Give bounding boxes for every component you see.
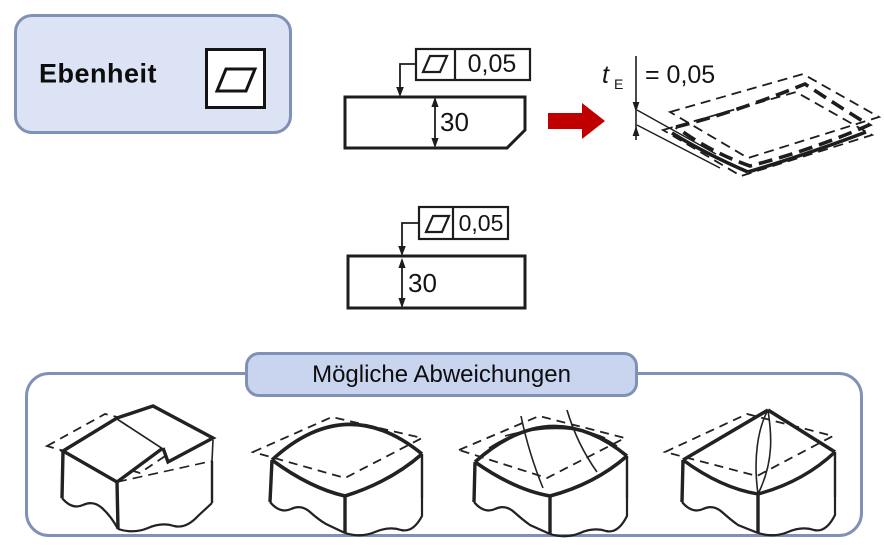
drawing-part-chamfered: 0,05 30 xyxy=(343,47,532,150)
upper-tolerance-plane xyxy=(667,73,882,159)
flatness-symbol-icon xyxy=(421,54,449,74)
red-block-arrow-icon xyxy=(548,103,605,139)
leader-arrowhead xyxy=(396,87,404,97)
flatness-symbol-frame xyxy=(205,48,266,109)
term-title: Ebenheit xyxy=(39,58,158,89)
tolerance-zone-symbol: t xyxy=(602,61,610,89)
tolerance-value: 0,05 xyxy=(468,50,517,78)
possible-deviations-label: Mögliche Abweichungen xyxy=(245,352,638,397)
ridge-twist-deviation-sketch xyxy=(662,408,837,537)
flatness-parallelogram-icon xyxy=(214,67,257,92)
tolerance-zone-illustration: t E = 0,05 xyxy=(602,56,882,177)
warped-surface-outline xyxy=(674,81,873,168)
term-box: Ebenheit xyxy=(14,14,292,134)
tolerance-value: 0,05 xyxy=(459,210,504,236)
dimension-value: 30 xyxy=(408,268,437,298)
dome-deviation-sketch xyxy=(456,409,629,538)
lower-tolerance-plane xyxy=(660,91,875,177)
drawing-part-plain: 0,05 30 xyxy=(346,205,527,310)
step-deviation-sketch xyxy=(44,404,217,533)
leader-arrowhead xyxy=(398,246,406,256)
cylindrical-crown-deviation-sketch xyxy=(250,416,425,537)
possible-deviations-text: Mögliche Abweichungen xyxy=(312,360,571,388)
dimension-value: 30 xyxy=(440,107,469,137)
flatness-symbol-icon xyxy=(424,214,451,234)
tolerance-zone-subscript: E xyxy=(614,76,623,92)
tolerance-zone-value: = 0,05 xyxy=(645,61,715,89)
